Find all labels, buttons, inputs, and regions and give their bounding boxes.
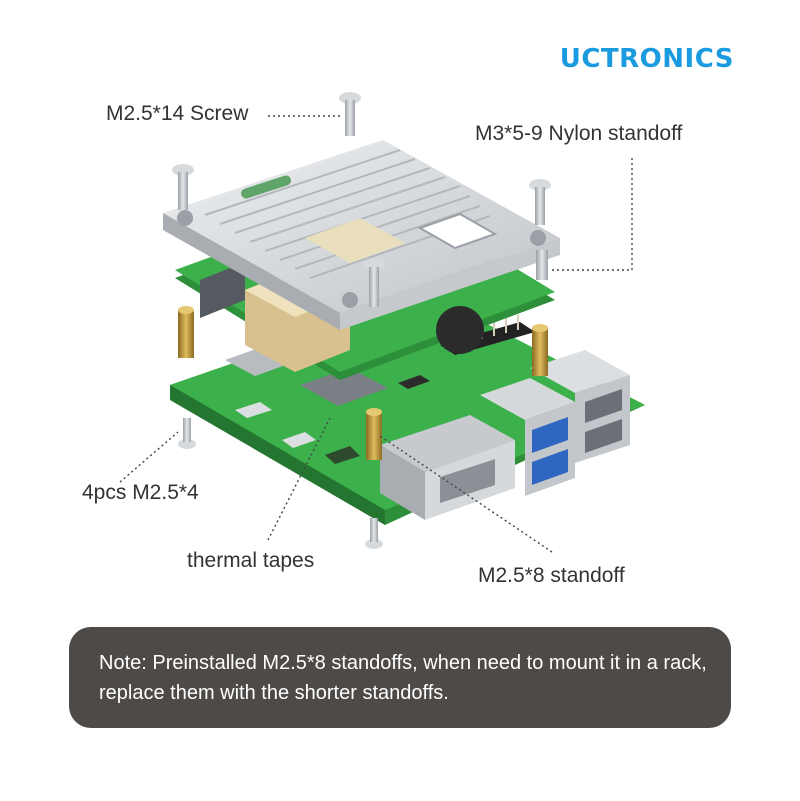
label-small-screws: 4pcs M2.5*4: [82, 481, 199, 504]
label-nylon-standoff: M3*5-9 Nylon standoff: [475, 122, 683, 145]
small-screw-bottom: [365, 518, 383, 549]
leader-lines: [119, 115, 633, 553]
note-box: Note: Preinstalled M2.5*8 standoffs, whe…: [69, 627, 731, 728]
screw-top-left: [172, 164, 194, 210]
screw-front: [363, 259, 385, 307]
small-screw-left: [178, 418, 196, 449]
screw-top-center: [339, 92, 361, 136]
usb-ports: [480, 350, 630, 496]
leader-small-screws: [119, 431, 179, 483]
uctronics-logo: UCTRONICS: [559, 44, 734, 74]
screw-top-right: [529, 179, 551, 225]
nylon-standoff: [536, 250, 548, 280]
brass-standoff-left: [178, 306, 194, 358]
aluminum-heatsink-lid: [163, 140, 560, 330]
ethernet-port: [380, 415, 515, 520]
brass-standoff-front: [366, 408, 382, 460]
label-screw: M2.5*14 Screw: [106, 102, 249, 125]
brass-standoff-right: [532, 324, 548, 376]
label-thermal-tapes: thermal tapes: [187, 549, 315, 572]
label-m25-standoff: M2.5*8 standoff: [478, 564, 625, 587]
leader-nylon-standoff: [552, 158, 633, 271]
note-text: Note: Preinstalled M2.5*8 standoffs, whe…: [99, 652, 707, 704]
